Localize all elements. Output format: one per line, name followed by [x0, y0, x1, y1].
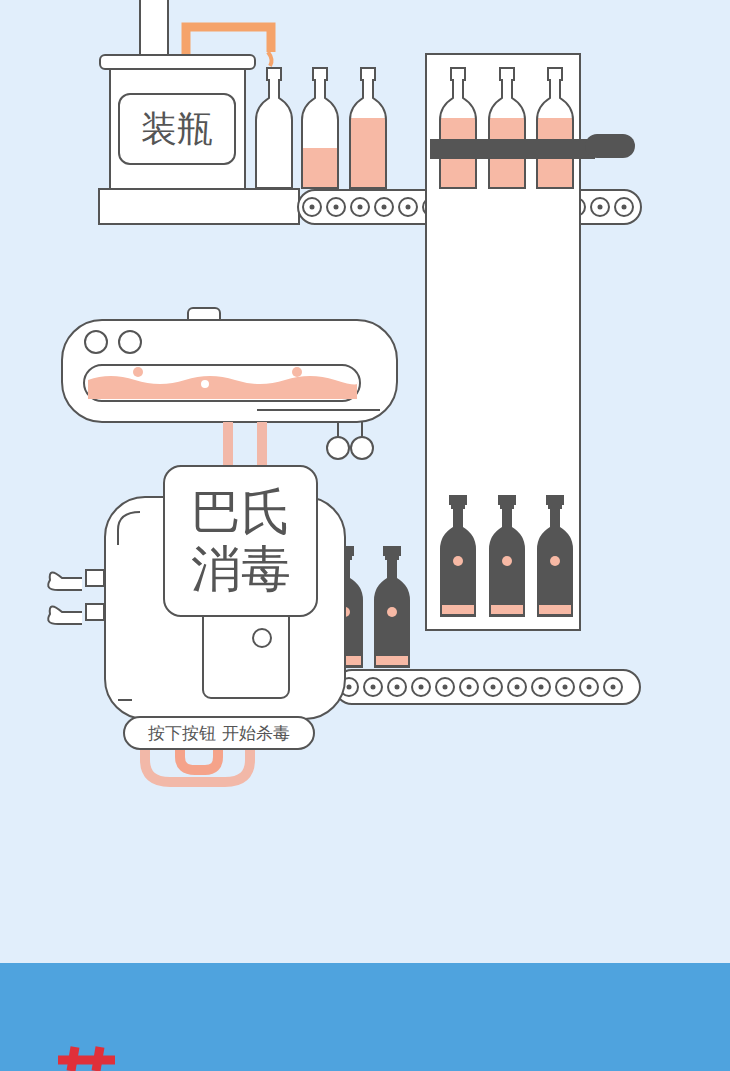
node-text: 巴氏消毒 — [188, 484, 293, 599]
bottle-outline — [537, 68, 573, 188]
bottle-stripe — [491, 605, 523, 614]
roller — [484, 678, 502, 696]
bottling-machine — [99, 0, 299, 224]
sealed-bottle — [489, 497, 525, 617]
sealed-bottle — [440, 497, 476, 617]
pasteurizer-label-box: 巴氏消毒 — [163, 465, 318, 617]
sealed-bottle — [537, 497, 573, 617]
bottle-outline — [350, 68, 386, 188]
fill-stream — [268, 52, 272, 66]
node-text: 装瓶 — [141, 107, 213, 150]
bottle-stripe — [539, 605, 571, 614]
bottle-outline — [302, 68, 338, 188]
roller — [388, 678, 406, 696]
bottle-outline — [440, 68, 476, 188]
node-text: 按下按钮 开始杀毒 — [148, 723, 289, 743]
roller-axle — [371, 685, 376, 690]
roller-axle — [382, 205, 387, 210]
bottle-outline — [256, 68, 292, 188]
button-pill: 按下按钮 开始杀毒 — [123, 716, 315, 750]
roller-axle — [563, 685, 568, 690]
roller — [399, 198, 417, 216]
bottle-dot — [550, 556, 560, 566]
roller-axle — [587, 685, 592, 690]
roller-axle — [310, 205, 315, 210]
roller — [615, 198, 633, 216]
hash-mark — [58, 1047, 115, 1071]
roller-axle — [622, 205, 627, 210]
roller — [604, 678, 622, 696]
roller — [327, 198, 345, 216]
bottle-liquid — [300, 148, 340, 188]
roller-axle — [334, 205, 339, 210]
bottle-cap — [383, 546, 401, 556]
roller — [436, 678, 454, 696]
bottle-liquid — [348, 118, 388, 188]
roller-axle — [467, 685, 472, 690]
roller — [364, 678, 382, 696]
conveyor-belt — [335, 670, 640, 704]
bottle-cap — [449, 495, 467, 505]
bottle-stripe — [376, 656, 408, 665]
roller-axle — [406, 205, 411, 210]
roller-axle — [419, 685, 424, 690]
roller — [591, 198, 609, 216]
bottle-dot — [453, 556, 463, 566]
roller — [460, 678, 478, 696]
roller-axle — [358, 205, 363, 210]
bottom-band — [0, 963, 730, 1071]
bottle-glass — [256, 68, 292, 188]
roller — [351, 198, 369, 216]
roller-axle — [491, 685, 496, 690]
sealed-bottle — [374, 548, 410, 668]
bottle-cap — [546, 495, 564, 505]
roller-axle — [443, 685, 448, 690]
bottle-cap — [498, 495, 516, 505]
roller-axle — [539, 685, 544, 690]
clamp-bar — [430, 134, 635, 159]
bottle-dot — [387, 607, 397, 617]
roller-axle — [395, 685, 400, 690]
roller — [532, 678, 550, 696]
roller-axle — [611, 685, 616, 690]
roller — [556, 678, 574, 696]
roller — [508, 678, 526, 696]
sky-ground — [0, 0, 730, 963]
bottle-outline — [489, 68, 525, 188]
roller-axle — [515, 685, 520, 690]
roller-axle — [347, 685, 352, 690]
bottle-dot — [502, 556, 512, 566]
roller — [580, 678, 598, 696]
roller-axle — [598, 205, 603, 210]
roller — [375, 198, 393, 216]
machine-label-box: 装瓶 — [118, 93, 236, 165]
roller — [303, 198, 321, 216]
bottle-stripe — [442, 605, 474, 614]
roller — [412, 678, 430, 696]
